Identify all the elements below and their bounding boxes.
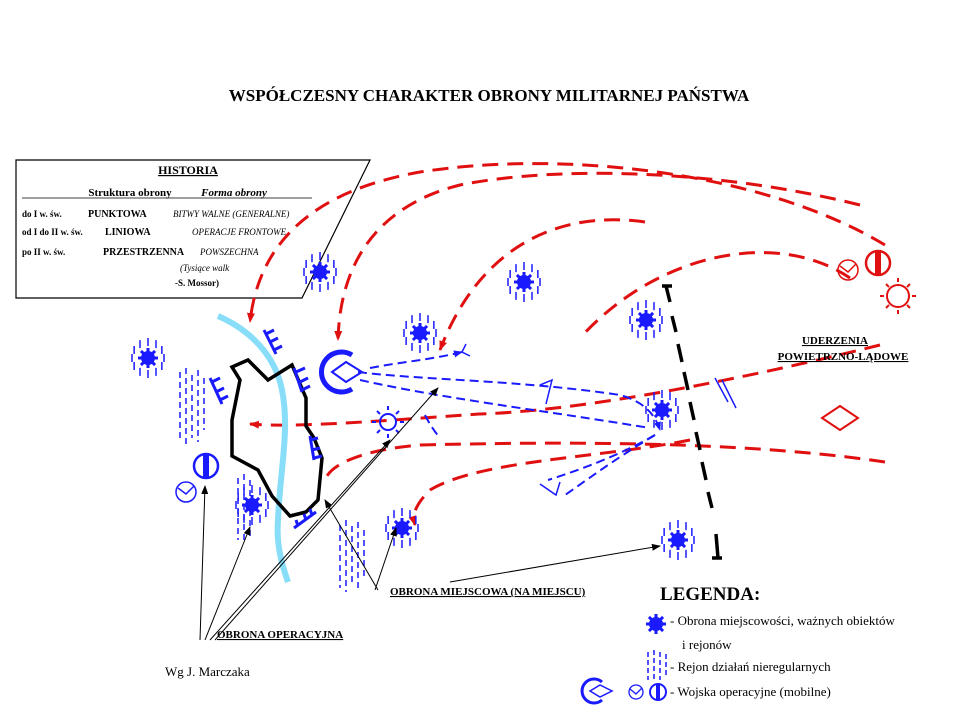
enemy-unit-symbols bbox=[820, 249, 916, 432]
irregular-zones bbox=[179, 368, 365, 592]
history-row-structure: PUNKTOWA bbox=[88, 209, 147, 220]
legend-mobile-icons bbox=[580, 677, 667, 705]
gear-icon bbox=[646, 614, 666, 634]
front-line bbox=[662, 284, 722, 560]
mobile-unit-circle-v bbox=[175, 481, 197, 503]
gear-icon bbox=[661, 520, 695, 560]
circle-bar-icon bbox=[649, 683, 667, 701]
gear-icon bbox=[235, 485, 269, 525]
point-defenses bbox=[131, 252, 695, 560]
gear-icon bbox=[507, 262, 541, 302]
source-label: Wg J. Marczaka bbox=[165, 664, 250, 679]
legend-item: - Rejon działań nieregularnych bbox=[670, 659, 831, 674]
mobile-unit-sun bbox=[372, 406, 404, 438]
river bbox=[216, 313, 291, 583]
gear-icon bbox=[385, 508, 419, 548]
history-quote: (Tysiące walk bbox=[180, 263, 230, 273]
enemy-symbol-diamond bbox=[820, 404, 860, 432]
gear-icon bbox=[403, 313, 437, 353]
history-heading: HISTORIA bbox=[158, 163, 218, 177]
own-manoeuvre-arrows bbox=[357, 350, 661, 496]
gear-icon bbox=[629, 300, 663, 340]
gear-icon bbox=[303, 252, 337, 292]
enemy-symbol-circle-bar bbox=[864, 249, 892, 277]
enemy-attack-arrows bbox=[247, 162, 886, 526]
defended-area-outline bbox=[229, 357, 324, 518]
own-small-arrowheads bbox=[460, 343, 737, 497]
history-row-form: POWSZECHNA bbox=[199, 247, 259, 257]
gear-icon bbox=[645, 390, 679, 430]
history-col-form: Forma obrony bbox=[200, 187, 267, 199]
legend-gear-icon bbox=[646, 614, 666, 634]
c-diamond-icon bbox=[580, 677, 614, 705]
legend-hatch-icon bbox=[647, 650, 667, 682]
circle-v-icon bbox=[628, 684, 644, 700]
history-row-structure: PRZESTRZENNA bbox=[103, 247, 185, 258]
legend-item: - Wojska operacyjne (mobilne) bbox=[670, 684, 831, 699]
history-row-form: OPERACJE FRONTOWE bbox=[192, 227, 287, 237]
mobile-unit-bar bbox=[192, 452, 220, 480]
local-defense-label: OBRONA MIEJSCOWA (NA MIEJSCU) bbox=[390, 586, 586, 598]
history-row-structure: LINIOWA bbox=[105, 227, 151, 238]
operational-defense-label: OBRONA OPERACYJNA bbox=[217, 629, 343, 641]
history-row-period: od I do II w. św. bbox=[22, 227, 83, 237]
history-box: HISTORIA Struktura obrony Forma obrony d… bbox=[15, 159, 371, 299]
diagram-title: WSPÓŁCZESNY CHARAKTER OBRONY MILITARNEJ … bbox=[229, 86, 750, 105]
defense-line-symbols bbox=[208, 328, 323, 530]
enemy-symbol-sun bbox=[880, 278, 916, 314]
strike-label: POWIETRZNO-LĄDOWE bbox=[778, 351, 909, 363]
history-row-period: do I w. św. bbox=[22, 209, 62, 219]
legend-item: - Obrona miejscowości, ważnych obiektów bbox=[670, 613, 896, 628]
pointer-lines bbox=[199, 387, 661, 641]
strike-label: UDERZENIA bbox=[802, 335, 868, 347]
legend-item: i rejonów bbox=[682, 637, 732, 652]
history-row-period: po II w. św. bbox=[22, 247, 65, 257]
history-row-form: BITWY WALNE (GENERALNE) bbox=[173, 209, 289, 219]
legend: LEGENDA: - Obrona miejscowości, ważnych … bbox=[580, 584, 896, 705]
gear-icon bbox=[131, 338, 165, 378]
mobile-unit-c-diamond bbox=[319, 349, 364, 395]
history-col-structure: Struktura obrony bbox=[88, 187, 172, 199]
legend-heading: LEGENDA: bbox=[660, 584, 760, 605]
own-mobile-units bbox=[175, 349, 404, 503]
enemy-symbol-circle-v bbox=[837, 259, 859, 281]
history-quote-author: -S. Mossor) bbox=[175, 278, 219, 288]
